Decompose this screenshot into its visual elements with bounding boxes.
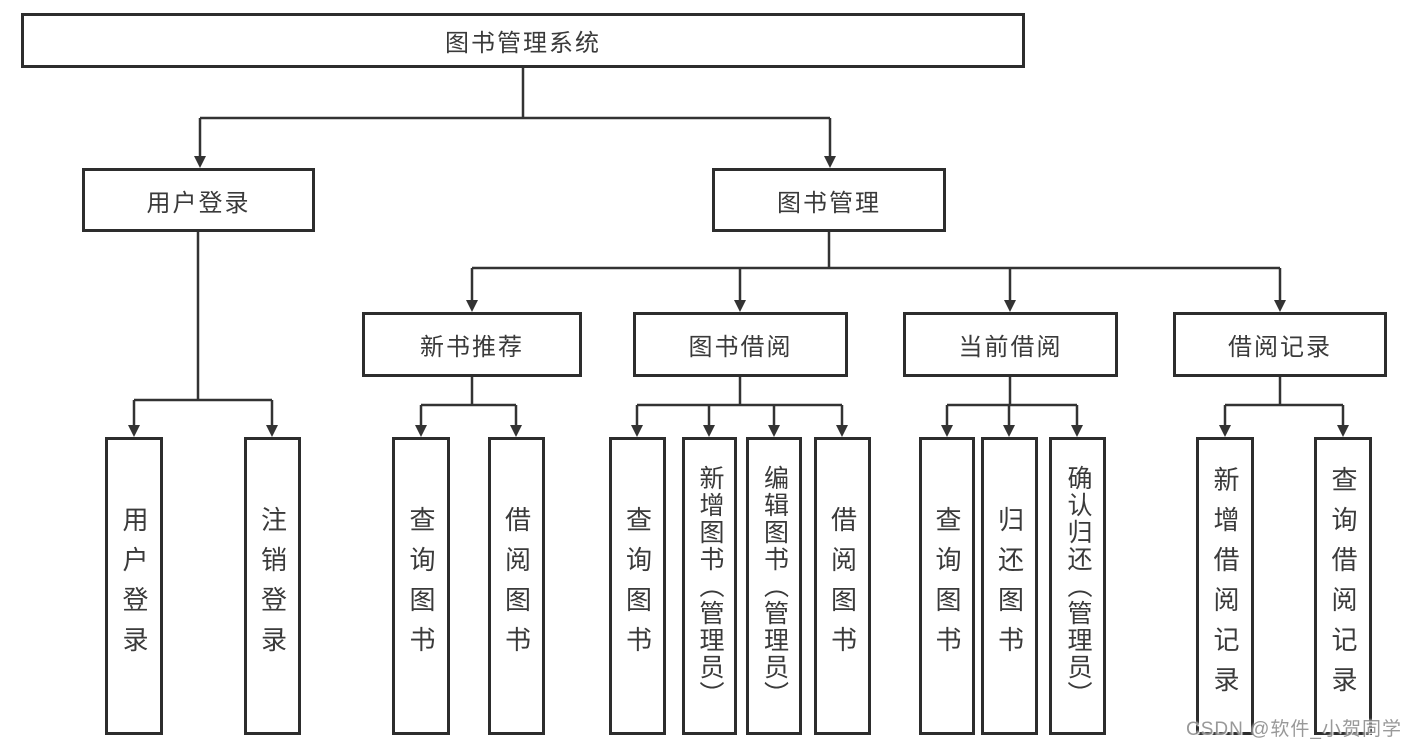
node-label: 图书管理 [777,189,881,217]
leaf-query-books-current: 查询图书 [919,437,975,735]
node-label: 借阅记录 [1228,334,1332,361]
leaf-label: 新增借阅记录 [1210,466,1240,706]
leaf-label: 注销登录 [257,506,288,666]
leaf-label: 编辑图书（管理员） [760,464,789,708]
leaf-edit-books-admin: 编辑图书（管理员） [746,437,802,735]
node-label: 新书推荐 [420,334,524,361]
leaf-borrow-books: 借阅图书 [814,437,871,735]
node-user-login-branch: 用户登录 [82,168,315,232]
leaf-label: 查询图书 [406,506,436,666]
leaf-borrow-books-recommend: 借阅图书 [488,437,545,735]
leaf-label: 查询图书 [932,506,962,666]
leaf-label: 新增图书（管理员） [696,464,724,708]
csdn-watermark: CSDN @软件_小贺同学 [1186,719,1402,740]
leaf-label: 查询图书 [622,506,653,666]
node-book-borrow: 图书借阅 [633,312,848,377]
node-current-borrow: 当前借阅 [903,312,1118,377]
node-new-book-recommend: 新书推荐 [362,312,582,377]
leaf-label: 查询借阅记录 [1328,466,1358,706]
leaf-label: 借阅图书 [501,506,532,666]
leaf-add-books-admin: 新增图书（管理员） [682,437,737,735]
leaf-query-borrow-record: 查询借阅记录 [1314,437,1372,735]
leaf-return-books: 归还图书 [981,437,1038,735]
leaf-query-books-recommend: 查询图书 [392,437,450,735]
node-label: 当前借阅 [958,334,1063,361]
leaf-user-login: 用户登录 [105,437,163,735]
leaf-query-books-borrow: 查询图书 [609,437,666,735]
leaf-confirm-return-admin: 确认归还（管理员） [1049,437,1106,735]
node-root-library-system: 图书管理系统 [21,13,1025,68]
leaf-label: 用户登录 [119,506,149,666]
leaf-logout: 注销登录 [244,437,301,735]
node-borrow-records: 借阅记录 [1173,312,1387,377]
leaf-add-borrow-record: 新增借阅记录 [1196,437,1254,735]
leaf-label: 借阅图书 [827,506,858,666]
leaf-label: 归还图书 [994,506,1025,666]
leaf-label: 确认归还（管理员） [1064,464,1092,708]
node-label: 图书借阅 [688,334,793,361]
node-label: 用户登录 [146,189,251,217]
node-root-label: 图书管理系统 [445,30,601,57]
node-book-management-branch: 图书管理 [712,168,946,232]
